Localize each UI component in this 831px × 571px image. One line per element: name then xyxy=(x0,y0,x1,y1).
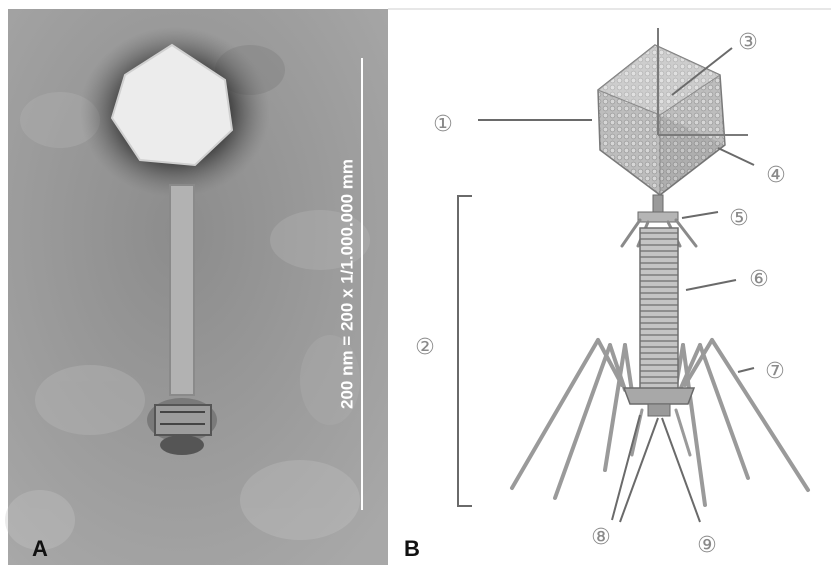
callout-5: ⑤ xyxy=(729,206,749,231)
callout-4: ④ xyxy=(766,163,786,188)
callout-6: ⑥ xyxy=(749,267,769,292)
tail-pins xyxy=(632,410,690,455)
callout-8: ⑧ xyxy=(591,525,611,550)
panel-b-letter: B xyxy=(404,536,420,561)
scale-bar-label: 200 nm = 200 x 1/1.000.000 mm xyxy=(337,159,356,409)
callout-7: ⑦ xyxy=(765,359,785,384)
callout-3: ③ xyxy=(738,30,758,55)
panel-a-micrograph: 200 nm = 200 x 1/1.000.000 mm A xyxy=(5,9,388,565)
callout-1: ① xyxy=(433,112,453,137)
panel-a-letter: A xyxy=(32,536,48,561)
phage-tail-sheath xyxy=(640,228,678,390)
panel-b-schematic: ① ② ③ ④ ⑤ ⑥ ⑦ ⑧ ⑨ B xyxy=(388,9,831,561)
phage-tail-image xyxy=(170,185,194,395)
callout-9: ⑨ xyxy=(697,533,717,558)
phage-baseplate xyxy=(624,388,694,416)
callout-2: ② xyxy=(415,335,435,360)
